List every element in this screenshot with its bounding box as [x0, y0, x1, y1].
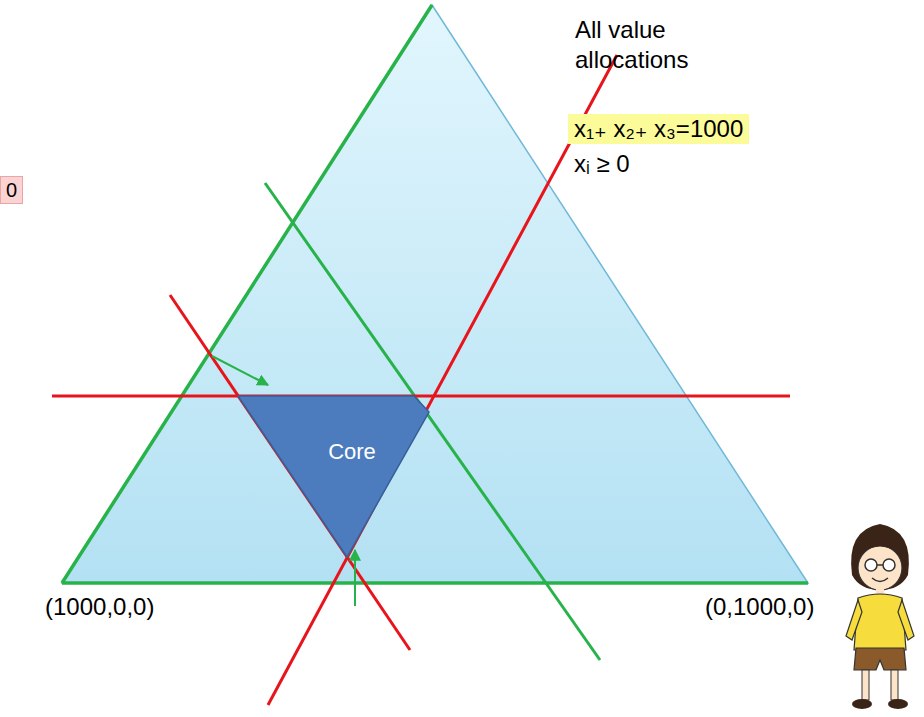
core-region: Core	[238, 396, 429, 557]
region-label: Core	[328, 439, 376, 465]
nonnegativity-constraint: xᵢ ≥ 0	[574, 149, 630, 179]
core-outline	[238, 396, 429, 557]
cut-off-value: 0	[0, 176, 23, 204]
coalition-constraint	[268, 55, 617, 705]
allocation-simplex	[62, 5, 808, 583]
core-polygon	[238, 396, 429, 557]
direction-arrow	[354, 550, 356, 606]
constraint-line	[62, 5, 432, 583]
constraint-line	[62, 581, 808, 585]
cartoon-girl	[846, 524, 914, 709]
coalition-constraint	[52, 395, 790, 398]
vertex-coordinate: (0,1000,0)	[705, 592, 814, 622]
sum-constraint: x₁₊ x₂₊ x₃=1000	[568, 114, 749, 144]
region-title: All value allocations	[575, 15, 750, 75]
vertex-coordinate: (1000,0,0)	[45, 592, 154, 622]
direction-arrow	[212, 356, 268, 385]
